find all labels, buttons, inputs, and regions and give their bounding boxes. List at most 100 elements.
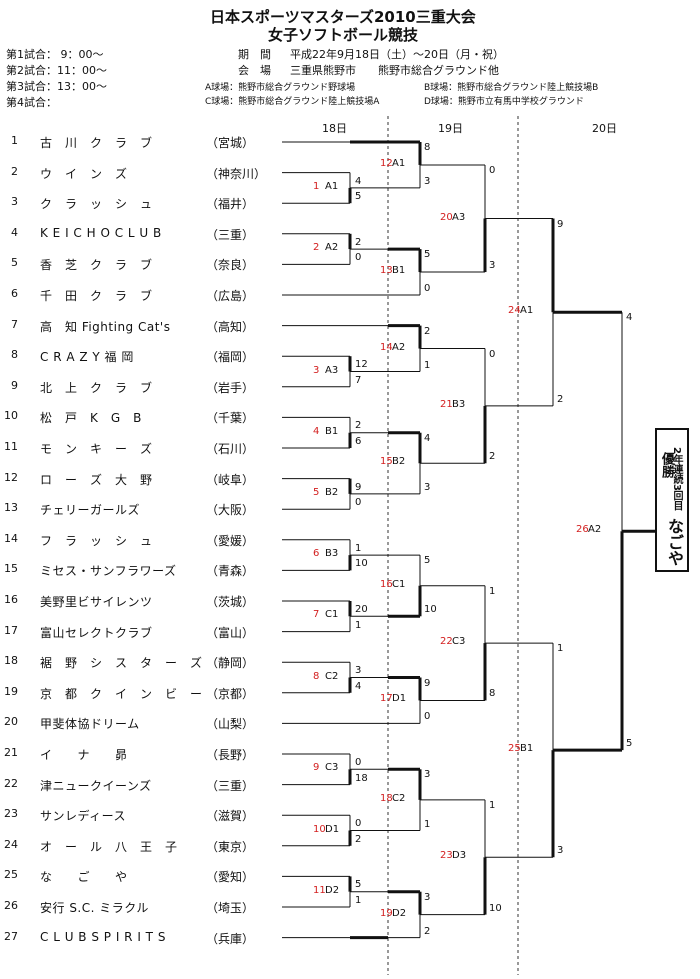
- team-prefecture: （愛知）: [206, 870, 255, 885]
- team-name: オ ー ル 八 王 子: [40, 839, 178, 854]
- score: 9: [355, 481, 362, 493]
- score: 1: [355, 542, 362, 554]
- game-number: 3: [313, 364, 320, 376]
- team-name: 高 知 Fighting Cat's: [40, 319, 171, 334]
- game-number: 19: [380, 907, 393, 919]
- game-field: B2: [392, 456, 406, 468]
- score: 2: [355, 236, 362, 248]
- score: 2: [355, 833, 362, 845]
- score: 3: [557, 845, 564, 857]
- team-prefecture: （三重）: [206, 778, 255, 793]
- game-number: 24: [508, 305, 521, 317]
- team-name: フ ラ ッ シ ュ: [40, 533, 153, 548]
- team-prefecture: （高知）: [206, 319, 255, 334]
- team-name: 千 田 ク ラ ブ: [40, 289, 153, 303]
- team-number: 24: [4, 837, 18, 851]
- team-name: な ご や: [40, 870, 128, 885]
- score: 8: [489, 688, 496, 700]
- team-name: C L U B S P I R I T S: [40, 929, 166, 944]
- team-prefecture: （大阪）: [206, 503, 255, 518]
- score: 9: [557, 218, 564, 230]
- team-number: 26: [4, 899, 18, 912]
- game-number: 17: [380, 693, 393, 705]
- score: 0: [355, 818, 362, 830]
- score: 1: [424, 818, 431, 830]
- game-field: A2: [325, 242, 339, 254]
- score: 10: [424, 604, 437, 616]
- game-number: 22: [440, 636, 453, 648]
- team-number: 7: [11, 317, 18, 331]
- game-field: B1: [520, 743, 534, 755]
- team-number: 8: [11, 348, 18, 362]
- game-number: 26: [576, 524, 589, 536]
- team-prefecture: （福岡）: [206, 350, 255, 365]
- team-number: 11: [4, 440, 18, 453]
- team-number: 27: [4, 929, 18, 943]
- team-number: 13: [4, 501, 18, 515]
- team-name: イ ナ 昴: [40, 748, 128, 762]
- team-prefecture: （東京）: [206, 839, 255, 854]
- score: 18: [355, 772, 368, 784]
- score: 5: [355, 191, 362, 203]
- team-name: ミセス・サンフラワーズ: [40, 564, 177, 579]
- schedule-4: 第4試合：: [6, 96, 57, 109]
- team-prefecture: （神奈川）: [206, 166, 267, 181]
- score: 4: [355, 175, 362, 187]
- game-field: C1: [325, 609, 339, 621]
- team-prefecture: （静岡）: [206, 656, 255, 671]
- team-number: 1: [11, 134, 18, 147]
- team-prefecture: （奈良）: [206, 258, 255, 273]
- game-field: D1: [325, 823, 340, 835]
- score: 8: [424, 142, 431, 153]
- team-prefecture: （広島）: [206, 289, 255, 303]
- game-number: 1: [313, 180, 320, 192]
- game-field: C2: [325, 670, 339, 682]
- score: 4: [424, 432, 431, 444]
- score: 3: [489, 260, 496, 272]
- period-value: 平成22年9月18日（土）～20日（月・祝）: [290, 48, 504, 61]
- field-b: B球場：熊野市総合グラウンド陸上競技場B: [424, 83, 599, 93]
- game-number: 8: [313, 670, 320, 682]
- game-number: 14: [380, 341, 393, 353]
- game-field: C1: [392, 578, 406, 590]
- team-name: 京 都 ク イ ン ビ ー: [40, 686, 203, 701]
- field-d: D球場：熊野市立有馬中学校グラウンド: [424, 97, 584, 107]
- game-field: A2: [392, 341, 406, 353]
- game-number: 25: [508, 743, 521, 755]
- game-field: B3: [452, 398, 466, 410]
- team-prefecture: （長野）: [206, 748, 255, 762]
- team-number: 4: [11, 225, 18, 239]
- team-name: 甲斐体協ドリーム: [40, 717, 140, 732]
- team-prefecture: （滋賀）: [206, 809, 255, 824]
- tournament-title: 日本スポーツマスターズ2010三重大会: [210, 8, 476, 26]
- team-number: 18: [4, 654, 18, 668]
- game-field: A1: [325, 180, 339, 192]
- game-field: D1: [392, 693, 407, 705]
- team-prefecture: （青森）: [206, 564, 255, 579]
- team-name: C R A Z Y 福 岡: [40, 350, 134, 365]
- game-field: B2: [325, 486, 339, 498]
- team-number: 23: [4, 807, 18, 821]
- team-number: 6: [11, 287, 18, 300]
- team-prefecture: （千葉）: [206, 411, 255, 426]
- team-prefecture: （茨城）: [206, 595, 255, 609]
- score: 20: [355, 604, 368, 615]
- score: 10: [489, 902, 502, 914]
- score: 1: [489, 799, 496, 811]
- score: 3: [424, 891, 431, 903]
- team-name: ロ ー ズ 大 野: [40, 472, 153, 487]
- champion-note: 2年連続3回目: [671, 447, 682, 511]
- team-prefecture: （福井）: [206, 197, 255, 212]
- score: 0: [355, 497, 362, 509]
- team-prefecture: （京都）: [206, 686, 255, 701]
- team-number: 21: [4, 746, 18, 759]
- team-number: 15: [4, 562, 18, 576]
- game-field: B3: [325, 548, 339, 560]
- score: 2: [424, 325, 431, 337]
- score: 1: [489, 585, 496, 597]
- team-prefecture: （石川）: [206, 442, 255, 456]
- team-name: チェリーガールズ: [40, 503, 141, 518]
- day-18: 18日: [322, 122, 347, 135]
- score: 6: [355, 436, 362, 447]
